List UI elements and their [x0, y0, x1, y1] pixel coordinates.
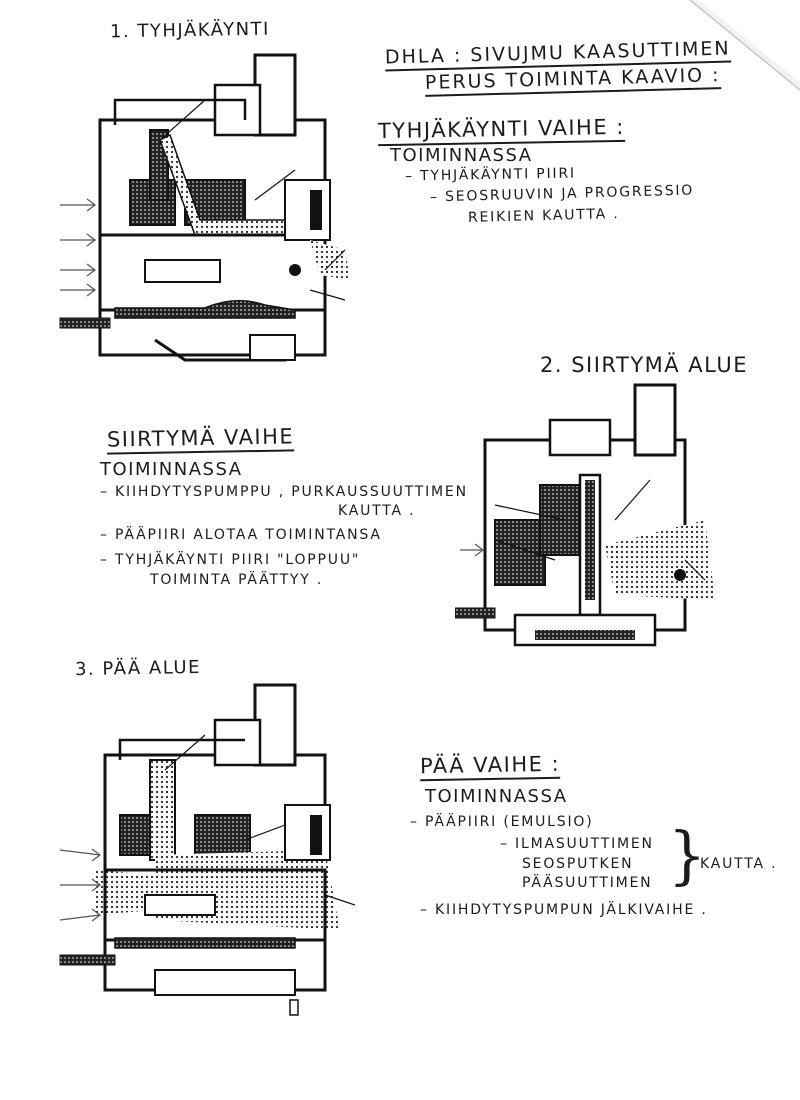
- carburetor-diagram-idle: [55, 40, 355, 375]
- section2-status: TOIMINNASSA: [100, 459, 243, 480]
- section2-item-2: KAUTTA .: [338, 503, 416, 519]
- diagram-label-2: 2. SIIRTYMÄ ALUE: [540, 353, 748, 377]
- section3-item-5: KAUTTA .: [700, 856, 778, 872]
- section3-item-6: – KIIHDYTYSPUMPUN JÄLKIVAIHE .: [420, 902, 708, 918]
- section3-item-2: – ILMASUUTTIMEN: [500, 836, 654, 852]
- section2-item-4: – TYHJÄKÄYNTI PIIRI "LOPPUU": [100, 552, 361, 568]
- main-title-line-2: PERUS TOIMINTA KAAVIO :: [425, 64, 721, 97]
- carburetor-diagram-main: [55, 680, 355, 1025]
- section3-item-4: PÄÄSUUTTIMEN: [522, 875, 653, 891]
- section3-status: TOIMINNASSA: [425, 786, 568, 807]
- section2-item-3: – PÄÄPIIRI ALOTAA TOIMINTANSA: [100, 527, 382, 543]
- diagram-label-1: 1. TYHJÄKÄYNTI: [109, 18, 271, 43]
- section1-item-3: REIKIEN KAUTTA .: [467, 206, 620, 226]
- section3-heading: PÄÄ VAIHE :: [420, 752, 561, 782]
- section3-item-1: – PÄÄPIIRI (EMULSIO): [410, 814, 594, 830]
- section2-item-5: TOIMINTA PÄÄTTYY .: [150, 572, 324, 588]
- section3-item-3: SEOSPUTKEN: [522, 856, 634, 872]
- diagram-label-3: 3. PÄÄ ALUE: [74, 656, 202, 681]
- grouping-brace: }: [668, 819, 707, 893]
- section1-item-2: – SEOSRUUVIN JA PROGRESSIO: [429, 182, 695, 206]
- section2-item-1: – KIIHDYTYSPUMPPU , PURKAUSSUUTTIMEN: [100, 484, 468, 500]
- section1-heading: TYHJÄKÄYNTI VAIHE :: [378, 115, 626, 147]
- carburetor-diagram-transition: [455, 380, 725, 670]
- section1-status: TOIMINNASSA: [390, 145, 533, 166]
- section2-heading: SIIRTYMÄ VAIHE: [107, 424, 295, 455]
- folded-corner: [690, 0, 800, 90]
- section1-item-1: – TYHJÄKÄYNTI PIIRI: [404, 165, 577, 185]
